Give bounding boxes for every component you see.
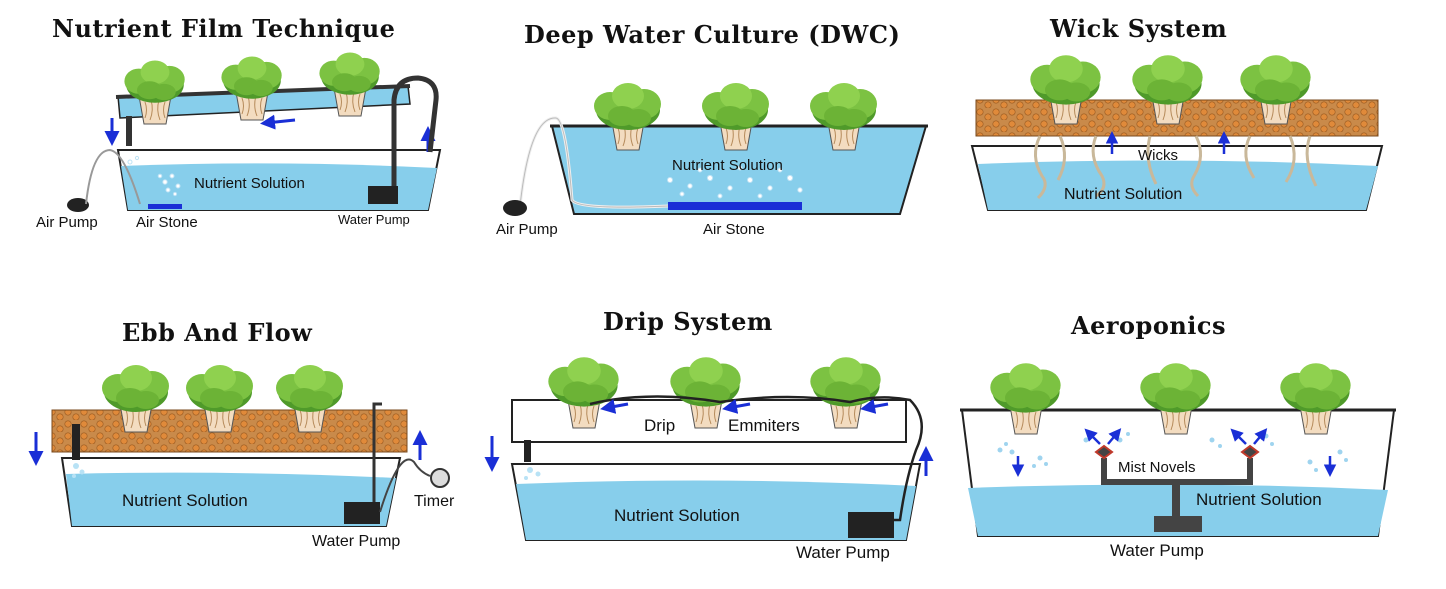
drip-water-pump-label: Water Pump [796, 543, 890, 562]
drip-title: Drip System [603, 307, 773, 336]
ebb-diagram: Nutrient Solution Timer Water Pump [28, 365, 455, 550]
ebb-solution-label: Nutrient Solution [122, 491, 248, 510]
aero-solution-label: Nutrient Solution [1196, 490, 1322, 509]
drip-drip-label: Drip [644, 416, 675, 435]
aero-title: Aeroponics [1071, 311, 1227, 340]
dwc-air-pump-label: Air Pump [496, 221, 558, 238]
aero-water-pump-label: Water Pump [1110, 541, 1204, 560]
nft-air-stone-label: Air Stone [136, 214, 198, 231]
drip-emmiters-label: Emmiters [728, 416, 800, 435]
nft-water-pump-label: Water Pump [338, 212, 410, 227]
ebb-title: Ebb And Flow [122, 318, 313, 347]
dwc-title: Deep Water Culture (DWC) [524, 20, 901, 49]
ebb-water-pump-label: Water Pump [312, 533, 400, 550]
nft-title: Nutrient Film Technique [52, 14, 396, 43]
dwc-solution-label: Nutrient Solution [672, 157, 783, 174]
dwc-air-stone-label: Air Stone [703, 221, 765, 238]
nft-solution-label: Nutrient Solution [194, 175, 305, 192]
wick-wicks-label: Wicks [1138, 147, 1178, 164]
nft-diagram: Nutrient Solution Air Pump Air Stone Wat… [36, 52, 442, 231]
ebb-timer-label: Timer [414, 493, 455, 510]
dwc-diagram: Nutrient Solution Air Pump Air Stone [496, 83, 928, 238]
drip-diagram: Drip Emmiters Nutrient Solution Water Pu… [484, 357, 934, 562]
wick-title: Wick System [1050, 14, 1228, 43]
aero-mist-label: Mist Novels [1118, 459, 1196, 476]
wick-solution-label: Nutrient Solution [1064, 186, 1182, 203]
nft-air-pump-label: Air Pump [36, 214, 98, 231]
drip-solution-label: Nutrient Solution [614, 506, 740, 525]
wick-diagram: Wicks Nutrient Solution [970, 55, 1384, 211]
